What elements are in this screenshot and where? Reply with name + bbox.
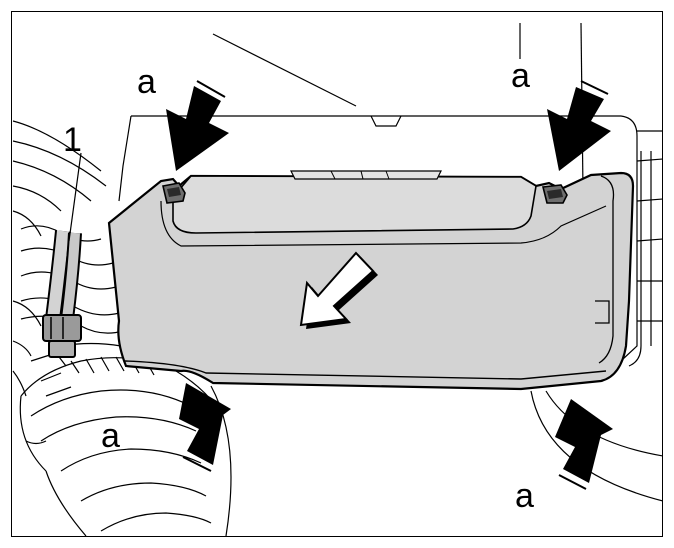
arrow-down-left-icon	[299, 251, 378, 329]
diagram-frame: 1 a a a a	[11, 11, 663, 537]
arrow-down-icon	[166, 80, 613, 490]
label-a-top-left: a	[137, 63, 156, 101]
clip-left	[162, 182, 186, 204]
clip-right	[542, 184, 568, 204]
push-arrow-top-right	[547, 80, 611, 171]
push-arrow-bottom-left	[179, 383, 231, 472]
callout-number-1: 1	[63, 121, 82, 159]
push-arrow-bottom-right	[555, 399, 613, 490]
label-a-top-right: a	[511, 57, 530, 95]
label-a-bottom-left: a	[101, 417, 120, 455]
fuse-box-cover-diagram: 1 a a a a	[12, 22, 662, 536]
label-a-bottom-right: a	[515, 477, 534, 515]
callout-leader	[68, 152, 82, 242]
push-arrow-top-left	[166, 80, 229, 171]
cable-harness	[42, 230, 82, 358]
